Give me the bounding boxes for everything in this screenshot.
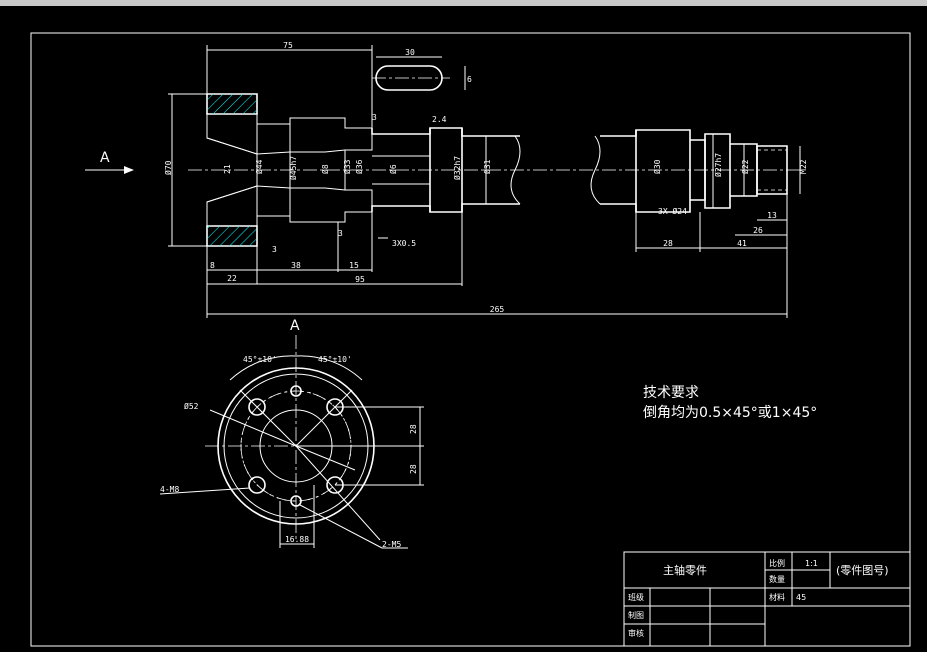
dim-26: 26	[753, 226, 763, 235]
dim-3-groove: 3	[338, 229, 343, 238]
dim-phi70: Ø70	[163, 160, 173, 175]
dim-3-top: 3	[372, 113, 377, 122]
dim-8: 8	[210, 261, 215, 270]
label-4-m8: 4-M8	[160, 485, 179, 494]
tb-qty-label: 数量	[769, 574, 785, 584]
tb-row-class: 班级	[628, 592, 644, 602]
tech-req-body: 倒角均为0.5×45°或1×45°	[643, 405, 817, 421]
dim-6: 6	[467, 75, 472, 84]
tech-req-title: 技术要求	[643, 385, 699, 401]
tb-material-value: 45	[796, 593, 806, 602]
dim-phi8: Ø8	[320, 164, 330, 174]
dim-groove: 3X Ø24	[658, 206, 687, 216]
dim-3-bottom: 3	[272, 245, 277, 254]
title-block: 主轴零件 比例 1:1 数量 (零件图号) 材料 45 班级 制图 审核	[623, 551, 911, 647]
tech-requirements: 技术要求 倒角均为0.5×45°或1×45°	[643, 385, 817, 421]
hole-m5-1	[290, 385, 302, 397]
section-arrow-label: A	[100, 150, 110, 166]
dim-30: 30	[405, 48, 415, 57]
hole-m8-1	[248, 398, 266, 416]
hole-m5-2	[290, 495, 302, 507]
tb-scale-value: 1:1	[805, 559, 818, 568]
dim-28-upper: 28	[409, 424, 418, 434]
cad-drawing-canvas[interactable]: A 75 30 6 3 2.4 Ø70 21 Ø44 Ø45h7 Ø8 Ø33 …	[0, 6, 927, 652]
dim-m22: M22	[799, 159, 808, 174]
dim-22: 22	[227, 274, 237, 283]
drawing-border	[30, 32, 911, 647]
dim-phi21: 21	[223, 164, 232, 174]
window-top-edge	[0, 0, 927, 6]
dim-chamfer: 3X0.5	[392, 239, 416, 248]
dim-75: 75	[283, 41, 293, 50]
tb-row-check: 审核	[628, 628, 644, 638]
label-2-m5: 2-M5	[382, 540, 401, 549]
dim-28: 28	[663, 239, 673, 248]
tb-part-name: 主轴零件	[663, 563, 707, 577]
dim-bolt-circle: Ø52	[184, 401, 199, 411]
dim-15: 15	[349, 261, 359, 270]
section-arrow: A	[85, 150, 134, 174]
dim-16-88: 16.88	[285, 535, 309, 544]
dim-phi31: Ø31	[482, 159, 492, 174]
dim-95: 95	[355, 275, 365, 284]
dim-38: 38	[291, 261, 301, 270]
dim-2-4: 2.4	[432, 115, 447, 124]
view-label: A	[290, 318, 300, 334]
side-view-a: A 45°±10' 45°±10' Ø52 28 28	[159, 318, 424, 549]
dim-angle-left: 45°±10'	[243, 355, 277, 364]
front-dimensions: 75 30 6 3 2.4 Ø70 21 Ø44 Ø45h7 Ø8 Ø33 Ø3…	[163, 41, 808, 318]
dim-phi30: Ø30	[652, 159, 662, 174]
tb-row-drawn: 制图	[628, 610, 644, 620]
dim-phi32h7: Ø32h7	[452, 156, 462, 180]
tb-drawing-no: (零件图号)	[836, 564, 889, 577]
dim-phi44: Ø44	[254, 159, 264, 174]
hole-m8-3	[248, 476, 266, 494]
dim-phi45h7: Ø45h7	[288, 156, 298, 180]
dim-phi27h7: Ø27h7	[713, 153, 723, 177]
dim-phi36: Ø36	[354, 159, 364, 174]
dim-phi33: Ø33	[342, 159, 352, 174]
tb-material-label: 材料	[769, 592, 785, 602]
dim-13: 13	[767, 211, 777, 220]
front-section-view	[188, 65, 800, 247]
dim-41: 41	[737, 239, 747, 248]
dim-phi6: Ø6	[388, 164, 398, 174]
dim-265: 265	[490, 305, 505, 314]
dim-phi22: Ø22	[740, 159, 750, 174]
dim-angle-right: 45°±10'	[318, 355, 352, 364]
tb-scale-label: 比例	[769, 558, 785, 568]
dim-28-lower: 28	[409, 464, 418, 474]
